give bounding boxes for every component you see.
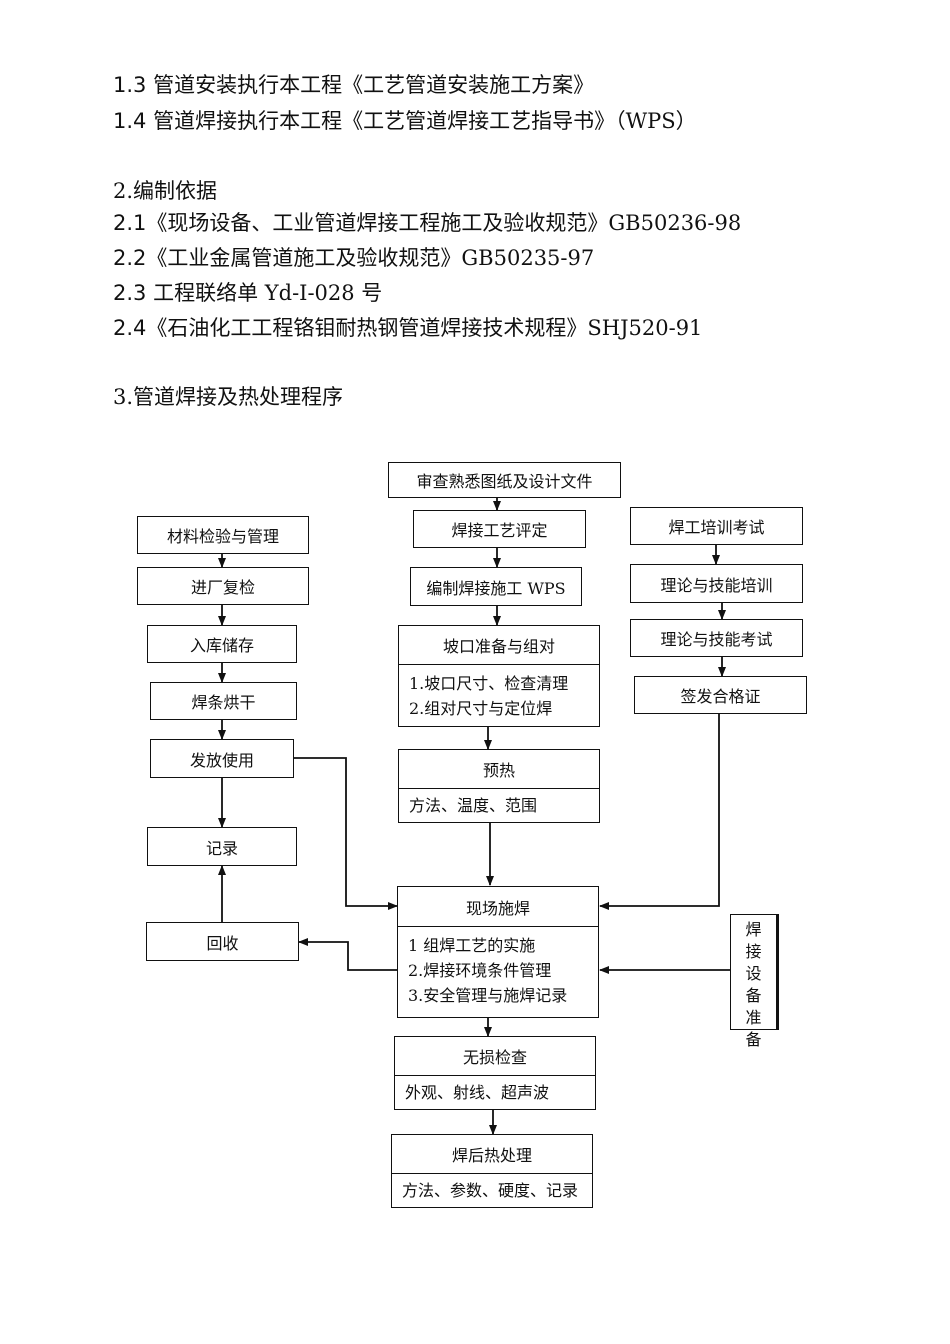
theory-skill-exam-label: 理论与技能考试 [660,630,773,649]
line-1-4-text: 管道焊接执行本工程《工艺管道焊接工艺指导书》（WPS） [146,109,697,133]
pwht-line: 方法、参数、硬度、记录 [402,1181,579,1200]
field-welding-body: 1 组焊工艺的实施 2.焊接环境条件管理 3.安全管理与施焊记录 [398,927,598,1014]
section-2-item: 2.1《现场设备、工业管道焊接工程施工及验收规范》GB50236-98 [113,208,741,238]
welding-line: 2.焊接环境条件管理 [408,961,552,980]
theory-skill-training-box: 理论与技能培训 [630,564,803,603]
record-box: 记录 [147,827,297,866]
item-text: 《工业金属管道施工及验收规范》GB50235-97 [146,246,595,270]
groove-line: 1.坡口尺寸、检查清理 [409,674,569,693]
section-3-title: 3.管道焊接及热处理程序 [113,385,344,409]
welder-training-box: 焊工培训考试 [630,507,803,545]
equipment-char: 备 [745,1030,762,1049]
item-number: 2.2 [113,246,147,270]
ndt-box: 无损检查 外观、射线、超声波 [394,1036,596,1110]
preheat-head: 预热 [399,750,599,789]
line-1-4: 1.4 管道焊接执行本工程《工艺管道焊接工艺指导书》（WPS） [113,106,697,136]
electrode-drying-box: 焊条烘干 [150,682,297,720]
certificate-box: 签发合格证 [634,676,807,714]
item-number: 2.4 [113,316,147,340]
welder-training-label: 焊工培训考试 [668,518,765,537]
pwht-box: 焊后热处理 方法、参数、硬度、记录 [391,1134,593,1208]
section-2-item: 2.3 工程联络单 Yd-I-028 号 [113,278,382,308]
equipment-char: 接 [745,942,762,961]
arrow-welding-to-recover [298,938,397,971]
recovery-label: 回收 [206,933,239,953]
line-1-4-number: 1.4 [113,109,147,133]
recovery-box: 回收 [146,922,299,961]
line-1-3-text: 管道安装执行本工程《工艺管道安装施工方案》 [146,73,595,97]
ndt-head: 无损检查 [395,1037,595,1076]
electrode-drying-label: 焊条烘干 [191,693,256,712]
section-2-title: 2.编制依据 [113,179,218,203]
theory-skill-exam-box: 理论与技能考试 [630,619,803,657]
welding-equipment-prep-box: 焊 接 设 备 准 备 [730,914,779,1049]
groove-assembly-head: 坡口准备与组对 [399,626,599,665]
pwht-head: 焊后热处理 [392,1135,592,1174]
certificate-label: 签发合格证 [680,687,761,706]
welding-line: 1 组焊工艺的实施 [408,936,536,955]
issue-use-box: 发放使用 [150,739,294,778]
theory-skill-training-label: 理论与技能培训 [660,575,773,595]
wpq-label: 焊接工艺评定 [451,521,548,540]
section-2-item: 2.2《工业金属管道施工及验收规范》GB50235-97 [113,243,594,273]
incoming-recheck-label: 进厂复检 [190,578,255,597]
item-text: 《石油化工工程铬钼耐热钢管道焊接技术规程》SHJ520-91 [146,316,703,340]
preheat-body: 方法、温度、范围 [399,789,599,824]
incoming-recheck-box: 进厂复检 [137,567,309,605]
arrow-certificate-to-welding [599,714,720,910]
equipment-char: 备 [745,986,762,1005]
issue-use-label: 发放使用 [189,750,254,770]
field-welding-head: 现场施焊 [398,887,598,927]
groove-assembly-body: 1.坡口尺寸、检查清理 2.组对尺寸与定位焊 [399,665,599,727]
item-text: 《现场设备、工业管道焊接工程施工及验收规范》GB50236-98 [146,211,742,235]
storage-box: 入库储存 [147,625,297,663]
material-inspection-label: 材料检验与管理 [166,527,279,546]
groove-assembly-box: 坡口准备与组对 1.坡口尺寸、检查清理 2.组对尺寸与定位焊 [398,625,600,727]
preheat-line: 方法、温度、范围 [409,796,538,815]
section-2-item: 2.4《石油化工工程铬钼耐热钢管道焊接技术规程》SHJ520-91 [113,313,702,343]
wps-box: 编制焊接施工 WPS [410,567,582,606]
item-text: 工程联络单 Yd-I-028 号 [146,281,383,305]
pwht-body: 方法、参数、硬度、记录 [392,1174,592,1209]
equipment-char: 焊 [745,920,762,939]
field-welding-box: 现场施焊 1 组焊工艺的实施 2.焊接环境条件管理 3.安全管理与施焊记录 [397,886,599,1018]
preheat-box: 预热 方法、温度、范围 [398,749,600,823]
ndt-line: 外观、射线、超声波 [405,1083,550,1102]
item-number: 2.3 [113,281,147,305]
welding-procedure-qualification-box: 焊接工艺评定 [413,510,586,548]
ndt-body: 外观、射线、超声波 [395,1076,595,1111]
welding-line: 3.安全管理与施焊记录 [408,986,568,1005]
storage-label: 入库储存 [189,636,254,655]
line-1-3: 1.3 管道安装执行本工程《工艺管道安装施工方案》 [113,70,594,100]
review-drawings-box: 审查熟悉图纸及设计文件 [388,462,621,498]
review-drawings-label: 审查熟悉图纸及设计文件 [416,472,593,491]
equipment-char: 设 [745,964,762,983]
wps-label: 编制焊接施工 WPS [426,578,566,598]
record-label: 记录 [205,838,238,858]
material-inspection-box: 材料检验与管理 [137,516,309,554]
item-number: 2.1 [113,211,147,235]
groove-line: 2.组对尺寸与定位焊 [409,699,553,718]
line-1-3-number: 1.3 [113,73,147,97]
equipment-char: 准 [745,1008,762,1027]
arrow-issue-to-welding [294,757,398,910]
